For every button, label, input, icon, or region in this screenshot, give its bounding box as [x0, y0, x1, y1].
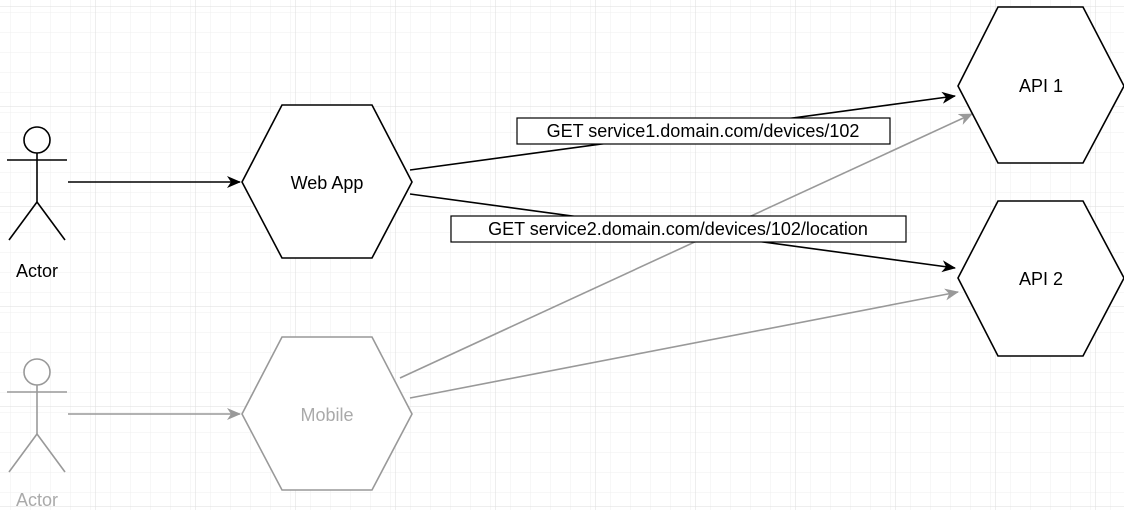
actor-1-left-leg: [8, 201, 38, 241]
api2-hexagon: [957, 200, 1124, 357]
actor-2-right-leg: [36, 433, 66, 473]
edge-label-api1-text: GET service1.domain.com/devices/102: [547, 121, 860, 141]
node-web-app[interactable]: Web App: [241, 104, 413, 259]
web-app-hexagon: [241, 104, 413, 259]
node-api2[interactable]: API 2: [957, 200, 1124, 357]
actor-1-label: Actor: [16, 261, 58, 281]
actor-1-head: [23, 126, 51, 154]
mobile-hexagon: [241, 336, 413, 491]
api2-label: API 2: [1019, 269, 1063, 289]
actor-1-right-leg: [36, 201, 66, 241]
web-app-label: Web App: [291, 173, 364, 193]
actor-1[interactable]: [7, 126, 67, 241]
edge-mobile-api2[interactable]: [409, 288, 959, 399]
actor-2[interactable]: [7, 358, 67, 473]
mobile-label: Mobile: [300, 405, 353, 425]
actor-2-label: Actor: [16, 490, 58, 510]
actor-2-head: [23, 358, 51, 386]
node-api1[interactable]: API 1: [957, 6, 1124, 164]
edge-label-api2: GET service2.domain.com/devices/102/loca…: [450, 215, 907, 243]
edge-label-api1-box: [516, 117, 891, 145]
api1-label: API 1: [1019, 76, 1063, 96]
edge-mobile-api1[interactable]: [399, 113, 973, 379]
edge-label-api2-text: GET service2.domain.com/devices/102/loca…: [488, 219, 868, 239]
edge-label-api1: GET service1.domain.com/devices/102: [516, 117, 891, 145]
node-mobile[interactable]: Mobile: [241, 336, 413, 491]
edge-label-api2-box: [450, 215, 907, 243]
actor-2-left-leg: [8, 433, 38, 473]
api1-hexagon: [957, 6, 1124, 164]
